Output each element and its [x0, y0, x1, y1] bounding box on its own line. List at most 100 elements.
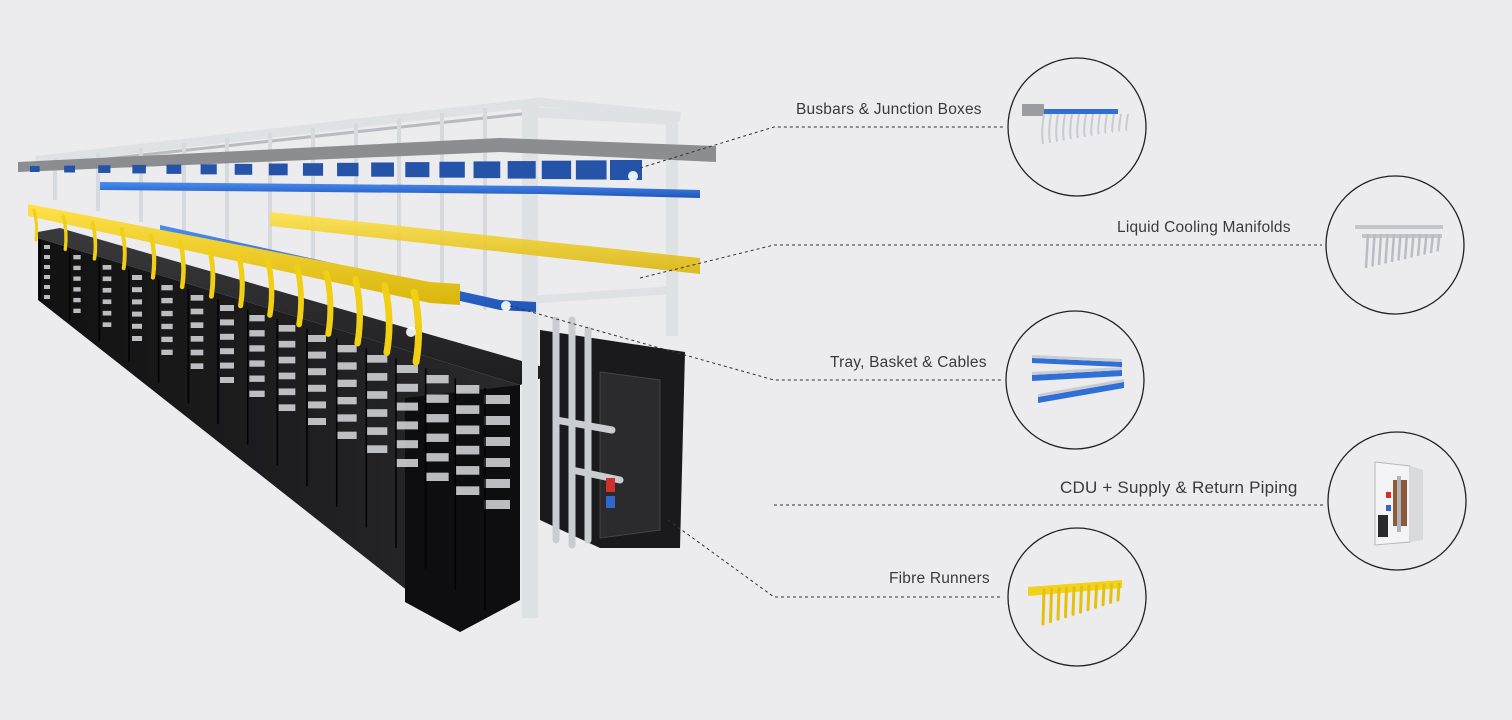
server-unit — [278, 404, 296, 411]
server-unit — [249, 330, 265, 337]
callout-tray — [1005, 310, 1145, 450]
junction-box — [166, 164, 182, 174]
server-unit — [73, 255, 81, 260]
server-unit — [132, 336, 142, 341]
server-unit — [249, 315, 265, 322]
fibre-drop — [381, 282, 393, 356]
server-unit — [484, 437, 510, 446]
server-unit — [337, 345, 357, 353]
server-unit — [396, 365, 418, 373]
fibre-drop — [323, 270, 334, 337]
server-unit — [337, 379, 357, 387]
fibre-drop — [177, 239, 186, 290]
fibre-drop — [206, 245, 216, 299]
server-unit — [44, 255, 50, 259]
callout-fibre — [1007, 527, 1147, 667]
fibre-drop — [90, 220, 98, 261]
cdu-red-valve — [606, 478, 615, 492]
server-unit — [425, 375, 449, 384]
server-unit — [308, 384, 326, 392]
server-unit — [132, 311, 142, 317]
junction-box — [302, 163, 324, 176]
junction-box — [200, 164, 217, 175]
server-unit — [454, 466, 480, 475]
manifold-drop — [1429, 233, 1435, 254]
cooling-manifold-icon — [1355, 225, 1443, 269]
server-unit — [308, 335, 326, 342]
server-unit — [102, 322, 112, 327]
manifold-drop — [1423, 233, 1428, 255]
junction-box — [268, 163, 288, 176]
label-busbars-junction-boxes: Busbars & Junction Boxes — [796, 101, 982, 118]
leader-cooling — [639, 244, 1322, 279]
server-unit — [220, 319, 234, 326]
server-unit — [132, 275, 142, 280]
fibre-drop — [236, 251, 245, 309]
yellow-fibre-runner-rear — [270, 212, 700, 274]
junction-box — [541, 160, 572, 180]
junction-box — [132, 164, 146, 174]
server-unit — [73, 297, 81, 303]
server-unit — [396, 383, 418, 392]
server-unit — [73, 287, 81, 292]
busbar-drop — [1069, 113, 1073, 140]
junction-box — [371, 162, 394, 177]
server-unit — [396, 440, 418, 449]
yellow-fibre-runner — [28, 204, 460, 305]
junction-box — [234, 163, 253, 175]
server-unit — [337, 431, 357, 439]
server-unit — [102, 310, 112, 316]
server-unit — [190, 308, 204, 315]
server-unit — [337, 414, 357, 422]
fibre-drop-tubes — [32, 208, 423, 366]
server-unit — [454, 445, 480, 455]
server-unit — [190, 336, 204, 342]
busbar-drop — [1111, 113, 1115, 133]
anchor-dot-tray — [501, 301, 511, 311]
server-unit — [308, 418, 326, 425]
junction-box — [98, 165, 111, 173]
server-unit — [454, 486, 480, 495]
server-unit — [102, 265, 112, 270]
manifold-drop — [1364, 233, 1370, 269]
junction-box — [473, 161, 501, 179]
server-unit — [366, 355, 388, 363]
server-unit — [337, 362, 357, 370]
junction-box — [337, 162, 359, 177]
server-unit — [44, 275, 50, 279]
server-unit — [425, 472, 449, 481]
server-unit — [44, 285, 50, 289]
anchor-dot-busbars — [628, 171, 638, 181]
leader-lines — [509, 126, 1326, 598]
server-unit — [425, 433, 449, 442]
server-unit — [484, 395, 510, 404]
manifold-drop — [1410, 233, 1415, 258]
manifold-drop — [1416, 233, 1422, 257]
server-unit — [278, 325, 296, 332]
busbar-junction-box-icon — [1022, 104, 1129, 145]
server-unit — [425, 414, 449, 423]
leader-tray — [509, 305, 1003, 381]
server-unit — [484, 458, 510, 467]
server-unit — [249, 360, 265, 367]
server-unit — [220, 348, 234, 355]
junction-box — [30, 166, 40, 172]
server-unit — [454, 385, 480, 394]
server-unit — [249, 390, 265, 397]
fibre-icon-drop — [1071, 586, 1076, 616]
fibre-runner-icon — [1028, 580, 1122, 626]
label-cdu-supply-return-piping: CDU + Supply & Return Piping — [1060, 478, 1298, 497]
anchor-dot-fibre — [406, 327, 416, 337]
server-unit — [278, 388, 296, 396]
server-unit — [396, 402, 418, 411]
server-unit — [454, 405, 480, 414]
server-unit — [308, 351, 326, 359]
label-fibre-runners: Fibre Runners — [889, 570, 990, 587]
busbar-drop — [1090, 113, 1094, 137]
cdu-blue-valve — [606, 496, 615, 508]
fibre-drop — [294, 263, 304, 328]
server-unit — [44, 295, 50, 299]
fibre-drop — [352, 276, 363, 347]
callout-cdu — [1327, 431, 1467, 571]
server-unit — [220, 333, 234, 340]
